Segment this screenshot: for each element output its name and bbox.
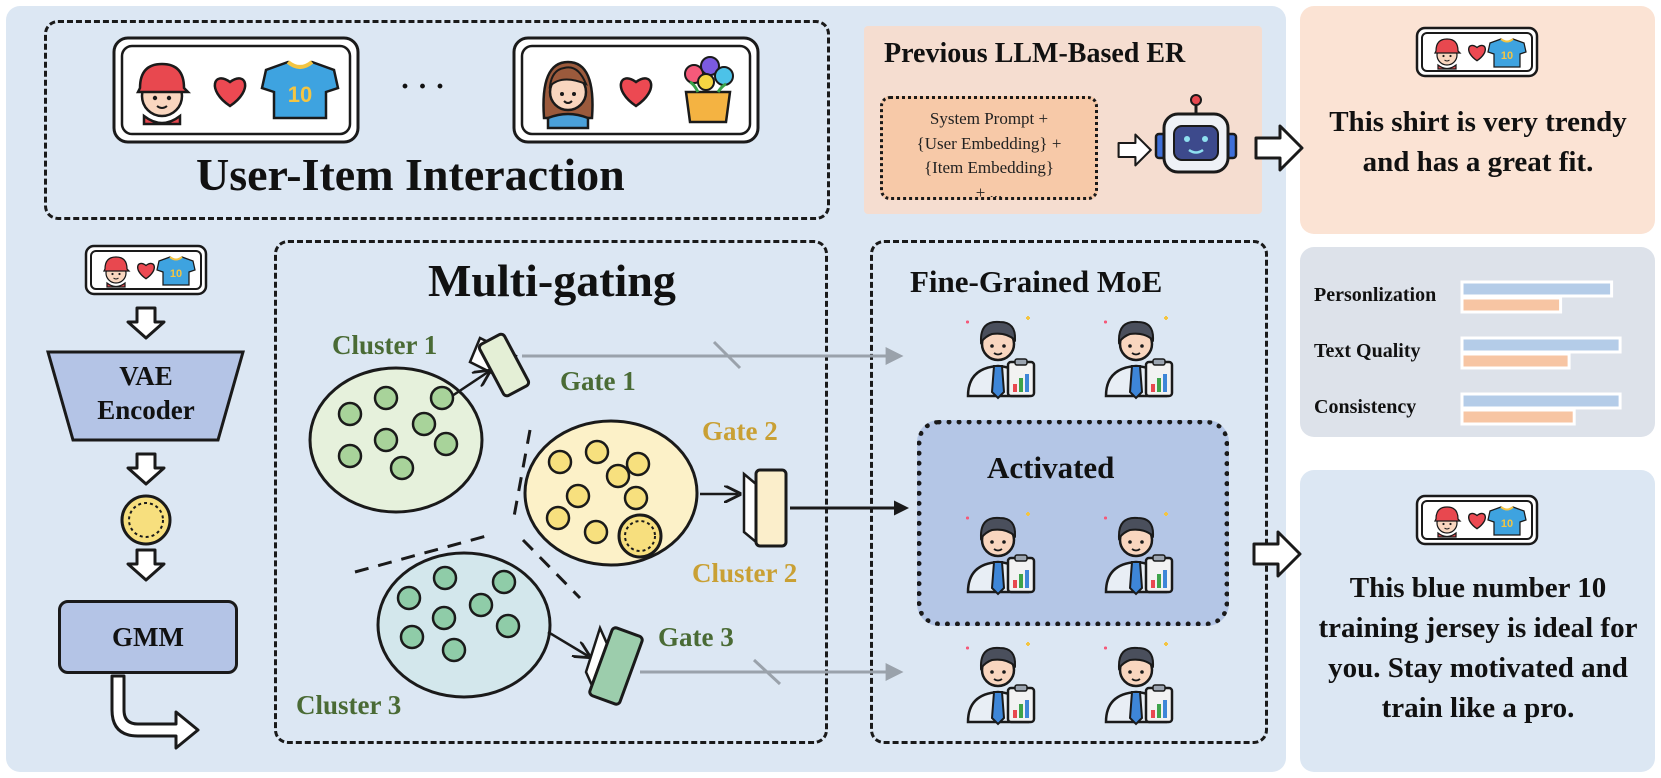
cluster-3-label: Cluster 3	[296, 690, 402, 720]
arrow-cluster1-to-gate1	[451, 372, 488, 398]
multigating-box	[274, 240, 828, 744]
metric-bar-blue	[1460, 280, 1614, 298]
cluster-point	[337, 401, 363, 427]
cluster-point	[429, 385, 455, 411]
metric-bar-blue	[1460, 336, 1622, 354]
metric-bar-orange	[1460, 408, 1576, 426]
activated-label: Activated	[987, 450, 1115, 485]
cluster-point	[411, 411, 437, 437]
cluster-point	[623, 485, 649, 511]
hollow-right-arrow	[1117, 133, 1152, 167]
hollow-down-arrow	[126, 306, 166, 340]
pipeline-input-pair	[86, 246, 206, 294]
cluster-1-label: Cluster 1	[332, 330, 438, 360]
previous-er-title: Previous LLM-Based ER	[884, 38, 1186, 69]
cluster-point	[547, 449, 573, 475]
metric-bar-blue	[1460, 392, 1622, 410]
output-pair-top	[1417, 28, 1537, 76]
gate-3-icon	[584, 624, 644, 706]
gmm-box: GMM	[58, 600, 238, 674]
cluster-point	[399, 624, 425, 650]
vae-encoder-shape	[46, 350, 245, 442]
system-prompt-box: System Prompt + {User Embedding} + {Item…	[880, 96, 1098, 200]
ours-output-text: This blue number 10 training jersey is i…	[1318, 572, 1638, 725]
cluster-point	[584, 439, 610, 465]
prompt-line: + ...	[975, 182, 1003, 200]
cluster-point	[583, 519, 609, 545]
latent-code-icon	[120, 494, 172, 546]
cluster-point	[389, 455, 415, 481]
metric-bar-orange	[1460, 352, 1571, 370]
cluster-point	[565, 483, 591, 509]
metric-label-personalization: Personlization	[1314, 284, 1437, 306]
multigating-title: Multi-gating	[428, 255, 676, 306]
gate-2-label: Gate 2	[702, 416, 778, 446]
gate-2-icon	[742, 468, 788, 548]
metric-bar-orange	[1460, 296, 1563, 314]
cluster-point	[373, 427, 399, 453]
vae-encoder-label: VAE Encoder	[97, 361, 195, 425]
cluster-point	[431, 605, 457, 631]
blocked-mark	[712, 340, 742, 370]
gate-3-label: Gate 3	[658, 622, 734, 652]
cluster-point	[373, 385, 399, 411]
cluster-point	[433, 431, 459, 457]
hollow-down-arrow	[126, 452, 166, 486]
prompt-line: {Item Embedding}	[923, 158, 1055, 178]
robot-icon	[1154, 93, 1238, 174]
output-pair-bottom	[1417, 496, 1537, 544]
cluster-point	[495, 613, 521, 639]
cluster-point	[605, 463, 631, 489]
gate-1-icon	[468, 332, 531, 398]
cluster-point	[337, 443, 363, 469]
cluster-point	[441, 637, 467, 663]
interaction-pair-1	[112, 36, 360, 144]
cluster-2	[523, 419, 699, 567]
cluster-2-label: Cluster 2	[692, 558, 798, 588]
cluster-point	[432, 565, 458, 591]
interaction-title: User-Item Interaction	[196, 149, 625, 200]
arrow-cluster3-to-gate3	[547, 630, 588, 656]
cluster-separator	[511, 429, 532, 523]
interaction-box	[44, 20, 830, 220]
cluster-point	[545, 505, 571, 531]
prompt-line: System Prompt +	[929, 109, 1049, 128]
interaction-pair-2	[512, 36, 760, 144]
hollow-right-arrow	[1254, 124, 1304, 172]
cluster-1	[308, 366, 484, 514]
blocked-mark	[752, 658, 782, 686]
metric-bars	[1460, 280, 1622, 426]
hollow-right-arrow	[1252, 530, 1302, 578]
gmm-label: GMM	[112, 621, 184, 652]
cluster-3	[376, 551, 552, 699]
user-girl-icon	[542, 60, 594, 130]
jersey-icon	[260, 60, 340, 120]
prompt-line: {User Embedding} +	[916, 133, 1062, 153]
metric-label-text-quality: Text Quality	[1314, 340, 1421, 362]
cluster-point	[468, 592, 494, 618]
cluster-point	[396, 585, 422, 611]
bent-arrow-icon	[110, 674, 200, 750]
cluster-separator	[521, 538, 582, 600]
cluster-point	[491, 569, 517, 595]
hollow-down-arrow	[126, 548, 166, 582]
gate-1-label: Gate 1	[560, 366, 636, 396]
moe-box	[870, 240, 1268, 744]
previous-output-text: This shirt is very trendy and has a grea…	[1329, 106, 1627, 179]
cluster-point	[625, 451, 651, 477]
ellipsis: · · ·	[400, 70, 446, 103]
metric-label-consistency: Consistency	[1314, 396, 1417, 418]
moe-title: Fine-Grained MoE	[910, 264, 1163, 299]
